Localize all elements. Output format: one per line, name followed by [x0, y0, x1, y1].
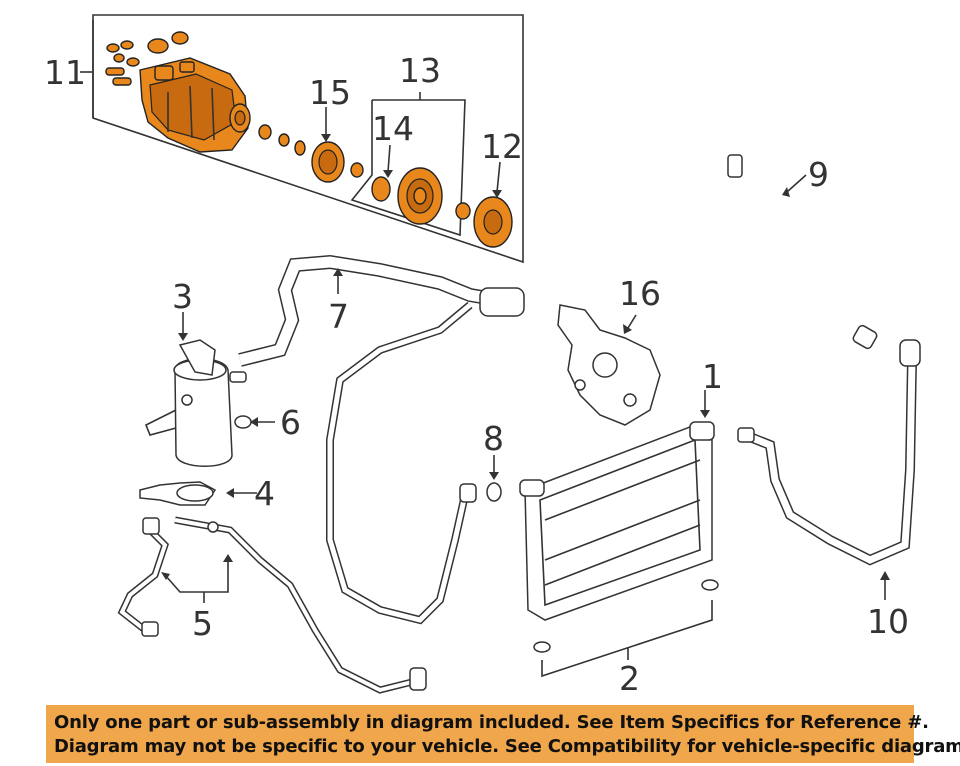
callout-13: 13	[399, 51, 441, 90]
ac-lines-5	[117, 516, 427, 694]
accumulator-3	[144, 312, 247, 467]
callout-3: 3	[172, 277, 193, 316]
callout-7: 7	[328, 297, 349, 336]
compressor-body	[139, 57, 251, 153]
callout-4: 4	[254, 474, 275, 513]
clutch-coil-15	[311, 141, 364, 183]
callout-2: 2	[619, 659, 640, 698]
ac-hose-10	[737, 339, 921, 600]
callout-9: 9	[808, 155, 829, 194]
callout-10: 10	[867, 602, 909, 641]
disclaimer-line-1: Only one part or sub-assembly in diagram…	[54, 712, 929, 733]
callout-6: 6	[280, 403, 301, 442]
condenser-mounts-2	[533, 579, 719, 678]
mount-strap-4	[139, 481, 257, 506]
ac-hose-7	[238, 254, 525, 625]
callout-12: 12	[481, 127, 523, 166]
callout-14: 14	[372, 109, 414, 148]
disclaimer-banner: Only one part or sub-assembly in diagram…	[46, 705, 960, 763]
callout-11: 11	[44, 53, 86, 92]
callout-labels: 1 2 3 4 5 6 7 8 9 10 11 12 13 14 15 16	[44, 51, 909, 698]
condenser-1	[519, 390, 715, 621]
callout-15: 15	[309, 73, 351, 112]
o-ring-8	[486, 455, 502, 502]
callout-1: 1	[702, 357, 723, 396]
compressor-assembly-panel	[80, 14, 524, 264]
fitting-6	[234, 415, 275, 429]
compressor-bracket-16	[557, 304, 661, 426]
clutch-plate-12	[473, 196, 513, 248]
clutch-pulley	[397, 167, 443, 225]
callout-5: 5	[192, 604, 213, 643]
callout-8: 8	[483, 419, 504, 458]
fittings	[105, 31, 189, 86]
ac-hose-9	[727, 154, 878, 350]
callout-16: 16	[619, 274, 661, 313]
parts-diagram: 1 2 3 4 5 6 7 8 9 10 11 12 13 14 15 16	[44, 14, 921, 698]
clutch-bearing-14	[371, 176, 391, 202]
disclaimer-line-2: Diagram may not be specific to your vehi…	[54, 736, 960, 757]
